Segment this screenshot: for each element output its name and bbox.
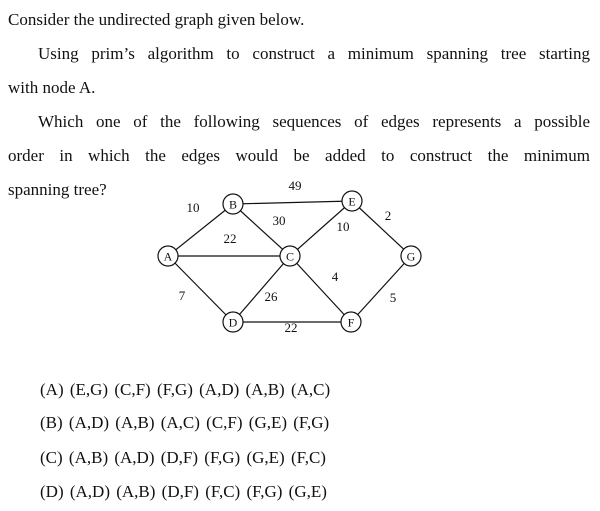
edge-a-b [167,203,234,257]
node-b: B [222,193,244,215]
edge-weight-e-g: 2 [385,208,392,223]
node-g: G [400,245,422,267]
node-circle [279,245,301,267]
option-b: (B) (A,D) (A,B) (A,C) (C,F) (G,E) (F,G) [40,413,330,432]
node-label: F [348,316,355,330]
node-a: A [157,245,179,267]
question-line-5: order in which the edges would be added … [8,146,590,165]
edge-b-e [232,200,353,205]
node-label: G [407,250,416,264]
option-a: (A) (E,G) (C,F) (F,G) (A,D) (A,B) (A,C) [40,380,331,399]
question-line-3: with node A. [8,78,96,97]
node-label: A [164,250,173,264]
edge-weight-c-f: 4 [332,269,339,284]
node-circle [157,245,179,267]
edge-weight-b-e: 49 [289,178,302,193]
option-c: (C) (A,B) (A,D) (D,F) (F,G) (G,E) (F,C) [40,448,326,467]
node-f: F [340,311,362,333]
edge-c-d [232,255,291,323]
edge-weight-a-b: 10 [187,200,200,215]
option-d: (D) (A,D) (A,B) (D,F) (F,C) (F,G) (G,E) [40,482,327,501]
node-circle [400,245,422,267]
node-circle [222,311,244,333]
edge-weight-c-d: 26 [265,289,279,304]
edge-weight-a-c: 22 [224,231,237,246]
node-label: C [286,250,294,264]
edge-weight-d-f: 22 [285,320,298,335]
question-line-6: spanning tree? [8,180,107,199]
node-circle [341,190,363,212]
edge-layer [167,200,412,323]
edge-weight-c-e: 10 [337,219,350,234]
node-layer: A B C D E F G [157,190,422,333]
node-circle [340,311,362,333]
edge-a-d [167,255,234,323]
node-d: D [222,311,244,333]
edge-f-g [350,255,412,323]
node-label: E [348,195,355,209]
question-line-4: Which one of the following sequences of … [38,112,590,131]
node-circle [222,193,244,215]
edge-c-e [289,200,353,257]
node-label: B [229,198,237,212]
edge-b-c [232,203,291,257]
question-line-1: Consider the undirected graph given belo… [8,10,305,29]
edge-e-g [351,200,412,257]
edge-weight-a-d: 7 [179,288,186,303]
edge-weight-f-g: 5 [390,290,397,305]
edge-c-f [289,255,352,323]
node-c: C [279,245,301,267]
node-label: D [229,316,238,330]
edge-weight-b-c: 30 [273,213,286,228]
node-e: E [341,190,363,212]
question-line-2: Using prim’s algorithm to construct a mi… [38,44,590,63]
